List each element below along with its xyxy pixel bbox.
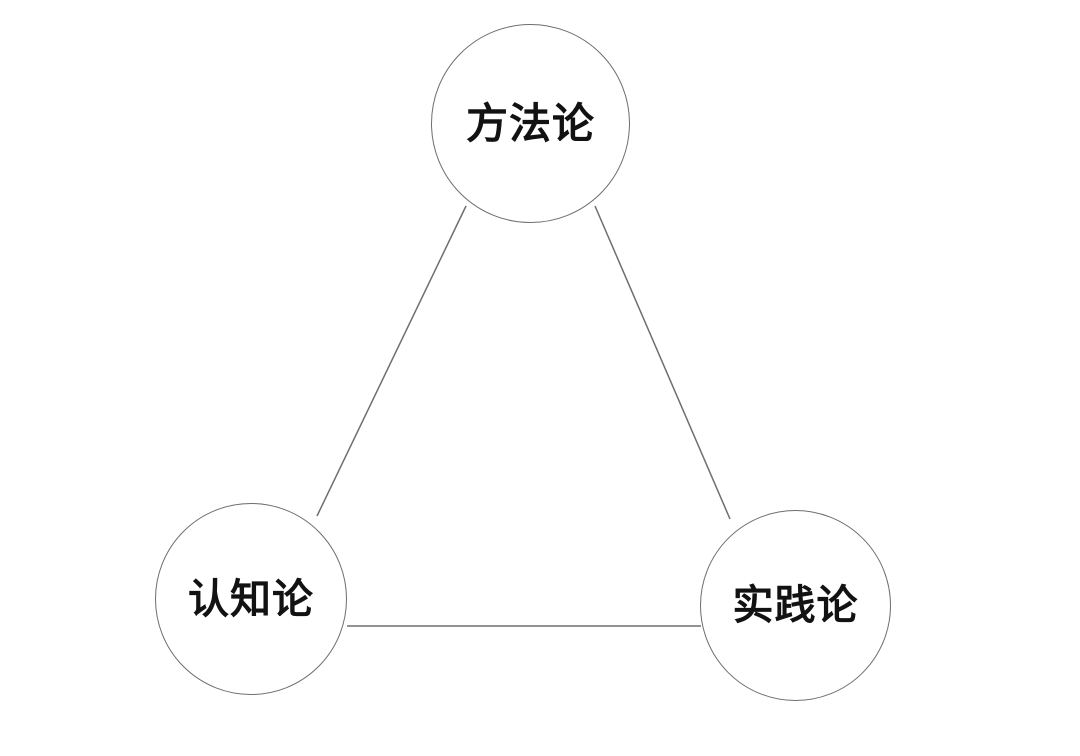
node-practice[interactable]: 实践论 [700,510,891,701]
edge-methodology-epistemology [316,205,467,517]
node-methodology-label: 方法论 [465,98,595,148]
node-methodology[interactable]: 方法论 [431,24,630,223]
node-epistemology[interactable]: 认知论 [155,503,347,695]
node-epistemology-label: 认知论 [188,574,314,623]
edge-methodology-practice [594,205,731,520]
node-practice-label: 实践论 [732,581,859,629]
